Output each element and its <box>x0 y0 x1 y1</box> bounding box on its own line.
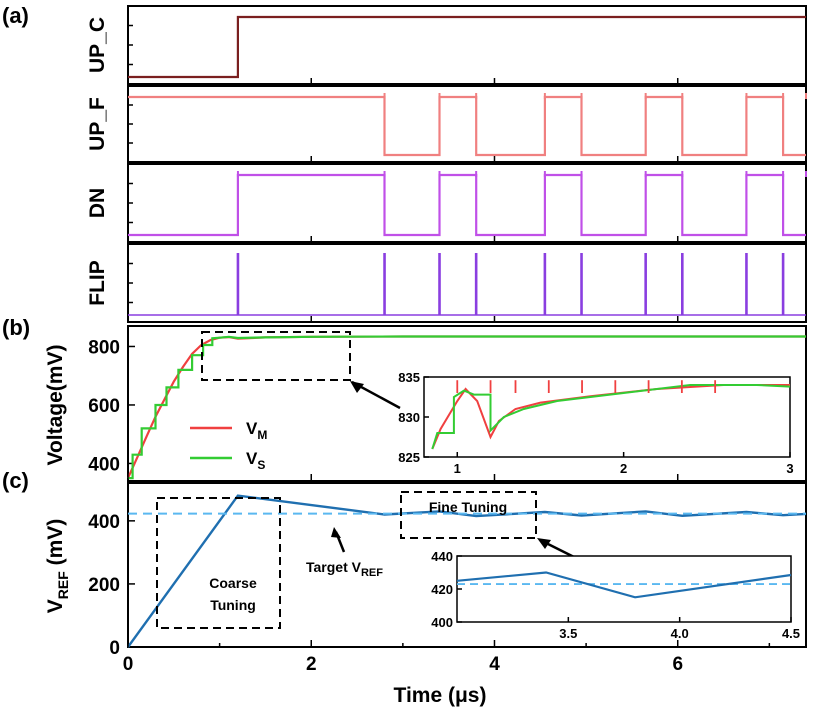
fine-zoom-arrowhead <box>537 538 551 549</box>
row-label-up_f: UP_F <box>86 97 109 151</box>
voltage-inset-x-ticklabel: 3 <box>786 461 793 476</box>
vref-ylabel: VREF (mV) <box>44 519 71 614</box>
voltage-inset-x-ticklabel: 2 <box>620 461 627 476</box>
row-label-dn: DN <box>86 188 109 218</box>
voltage-inset-frame <box>423 376 791 458</box>
waveform-up_c <box>128 15 806 79</box>
vref-inset-y-ticklabel: 440 <box>431 549 453 564</box>
voltage-inset-y-ticklabel: 835 <box>398 370 420 385</box>
time-x-ticklabel: 2 <box>306 654 317 675</box>
row-label-flip: FLIP <box>86 260 109 306</box>
voltage-legend: VM VS <box>190 419 267 472</box>
vref-y-ticks: 0 200 400 <box>88 512 135 659</box>
time-x-axis: 0 2 4 6 <box>123 78 771 675</box>
digital-waveforms-panel: UP_C UP_F DN FLIP <box>86 5 807 323</box>
vref-series <box>127 494 807 648</box>
vref-inset-y-ticklabel: 400 <box>431 615 453 630</box>
legend-vs-label: VS <box>246 449 265 472</box>
vref-panel: VREF (mV) 0 200 400 Coarse Tuning Fine Tun… <box>44 482 807 659</box>
panel-label-b: (b) <box>2 315 30 340</box>
vref-y-ticklabel: 400 <box>88 512 120 533</box>
voltage-series-vs <box>128 335 806 480</box>
vref-inset-y-ticklabel: 420 <box>431 582 453 597</box>
vref-inset-frame <box>456 555 792 623</box>
time-x-ticklabel: 6 <box>672 654 683 675</box>
vref-axes-frame <box>127 482 807 648</box>
coarse-tuning-label-1: Coarse <box>209 575 257 591</box>
voltage-inset-x-ticklabel: 1 <box>454 461 461 476</box>
voltage-inset-y-ticklabel: 830 <box>398 410 420 425</box>
target-arrowhead <box>331 527 341 538</box>
vref-y-ticklabel: 0 <box>109 638 120 659</box>
voltage-series <box>126 335 806 480</box>
time-x-ticklabel: 0 <box>123 654 134 675</box>
vref-inset-x-ticklabel: 4.5 <box>782 626 800 641</box>
coarse-tuning-label-2: Tuning <box>210 597 256 613</box>
voltage-ylabel: Voltage(mV) <box>44 345 67 466</box>
fine-tuning-label: Fine Tuning <box>429 499 507 515</box>
vref-inset-series <box>456 571 792 599</box>
panel-label-a: (a) <box>2 3 29 28</box>
voltage-y-ticklabel: 800 <box>88 337 120 358</box>
vref-inset-x-ticklabel: 4.0 <box>671 626 689 641</box>
vref-inset: 3.5 4.0 4.5 400 420 440 <box>431 549 800 641</box>
coarse-tuning-box <box>156 497 281 629</box>
vref-inset-x-ticklabel: 3.5 <box>559 626 577 641</box>
panel-label-c: (c) <box>2 468 29 493</box>
vref-y-ticklabel: 200 <box>88 575 120 596</box>
waveform-dn <box>128 173 806 237</box>
legend-vm-label: VM <box>246 419 267 442</box>
row-frame-flip <box>127 243 807 323</box>
voltage-axes-frame <box>127 325 807 482</box>
fine-tuning-box <box>400 491 537 539</box>
voltage-inset-y-ticklabel: 825 <box>398 450 420 465</box>
waveform-up_f <box>128 95 806 157</box>
voltage-y-ticklabel: 400 <box>88 454 120 475</box>
voltage-panel: Voltage(mV) 400 600 800 VM VS 1 2 3 825 830 835 <box>44 325 807 482</box>
voltage-zoom-arrowhead <box>350 381 364 393</box>
voltage-y-ticklabel: 600 <box>88 396 120 417</box>
voltage-y-ticks: 400 600 800 <box>88 337 135 475</box>
time-x-ticklabel: 4 <box>489 654 500 675</box>
row-label-up_c: UP_C <box>86 17 109 73</box>
voltage-inset-series-vs <box>431 384 791 450</box>
target-vref-label: Target VREF <box>306 559 383 579</box>
voltage-zoom-box <box>201 331 351 381</box>
time-axis-title: Time (μs) <box>394 684 487 707</box>
voltage-inset: 1 2 3 825 830 835 <box>398 370 793 476</box>
